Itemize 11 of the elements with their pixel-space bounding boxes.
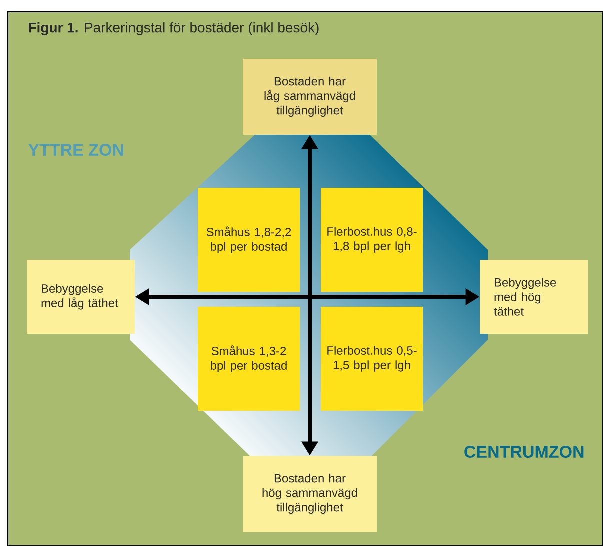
title: Figur 1. Parkeringstal för bostäder (inkl besök) — [29, 22, 319, 36]
label-box: Bostaden har låg sammanvägd tillgänglighet — [243, 59, 377, 135]
rate-box: Småhus 1,8-2,2 bpl per bostad — [198, 188, 300, 292]
rate-box: Småhus 1,3-2 bpl per bostad — [198, 307, 300, 411]
zone-label: CENTRUMZON — [464, 446, 584, 458]
rate-box: Flerbost.hus 0,5-1,5 bpl per lgh — [321, 307, 423, 411]
label-box: Bebyggelse med låg täthet — [27, 260, 135, 334]
label-box: Bebyggelse med hög täthet — [480, 260, 588, 334]
zone-label: YTTRE ZON — [28, 144, 124, 156]
rate-box: Flerbost.hus 0,8-1,8 bpl per lgh — [321, 188, 423, 292]
label-box: Bostaden har hög sammanvägd tillgänglighet — [243, 456, 377, 532]
